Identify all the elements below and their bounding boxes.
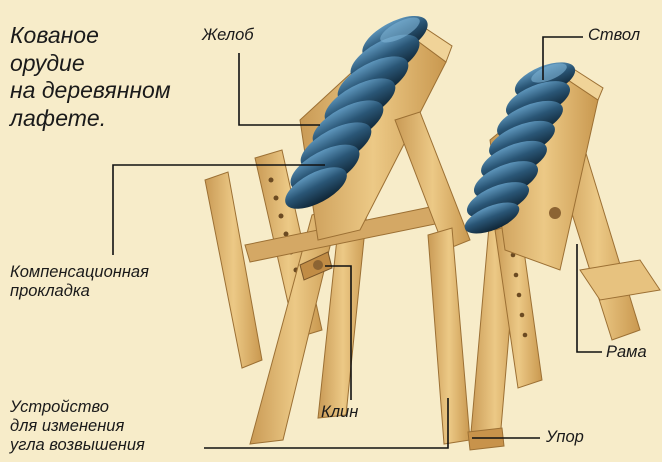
title-line: лафете. [10,105,210,133]
label-gutter: Желоб [202,26,254,45]
label-pad: Компенсационная прокладка [10,263,149,301]
left-gun [205,18,470,444]
left-back-leg [205,172,262,368]
stop [468,428,504,450]
wedge-pin [313,260,323,270]
right-leg-a [428,228,470,444]
label-barrel: Ствол [588,26,640,45]
label-pad-line: прокладка [10,282,149,301]
label-device-line: для изменения [10,417,145,436]
label-device-line: угла возвышения [10,436,145,455]
label-device-line: Устройство [10,398,145,417]
label-pad-line: Компенсационная [10,263,149,282]
title-line: на деревянном [10,77,210,105]
label-wedge: Клин [321,403,358,422]
label-frame: Рама [606,343,647,362]
figure-title: Кованое орудие на деревянном лафете. [10,22,210,132]
label-device: Устройство для изменения угла возвышения [10,398,145,455]
label-stop: Упор [546,428,584,447]
title-line: Кованое [10,22,210,50]
right-pin [549,207,561,219]
title-line: орудие [10,50,210,78]
